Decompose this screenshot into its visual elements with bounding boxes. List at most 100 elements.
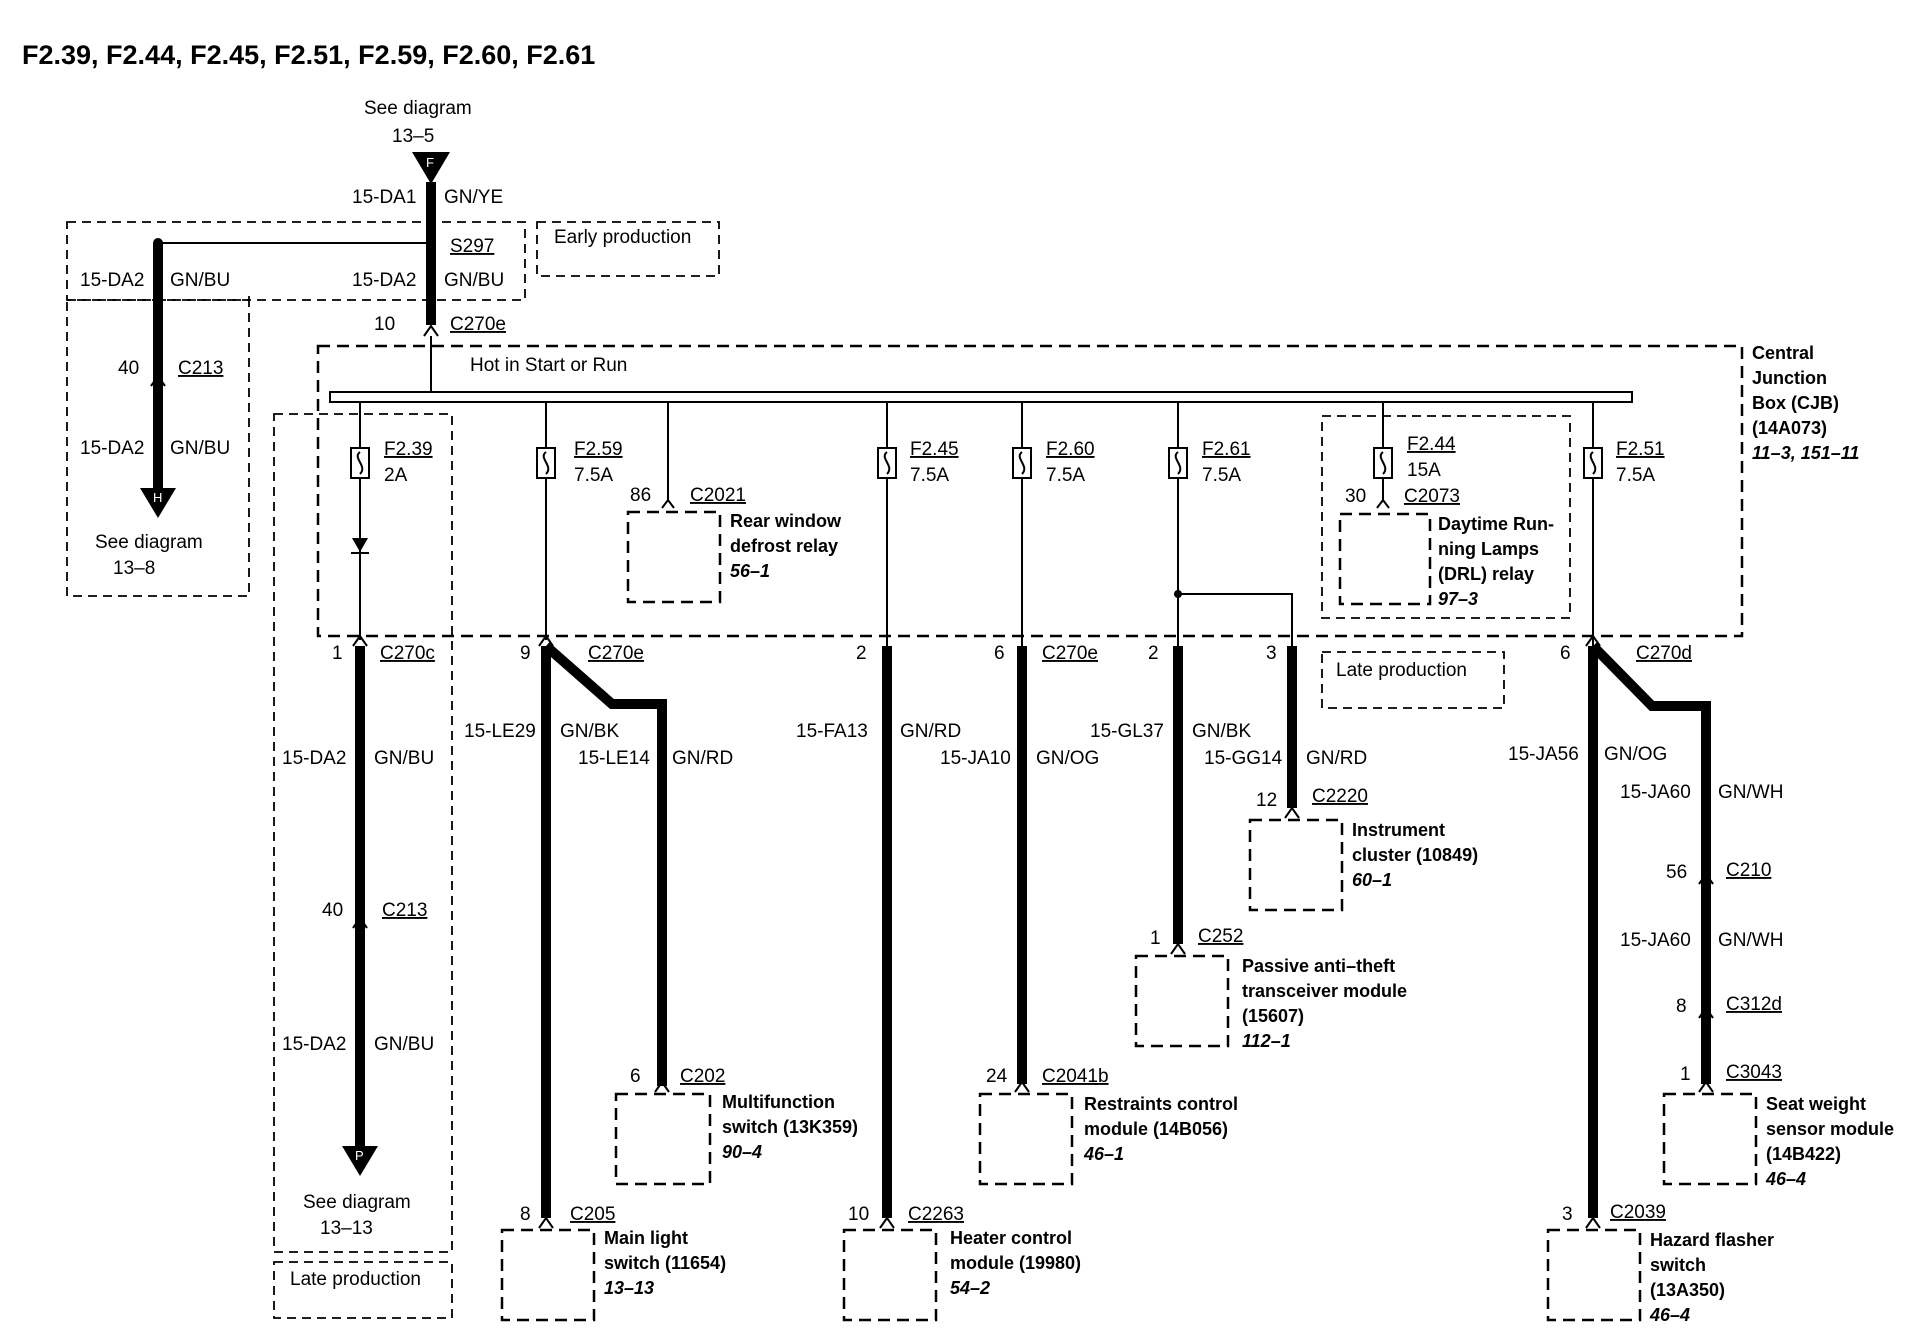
pin-1-c270c: 1 [332, 643, 343, 664]
pin-3-gg14: 3 [1266, 643, 1277, 664]
multifunction-l2: switch (13K359) [722, 1117, 858, 1137]
fuse-f2-44-name: F2.44 [1407, 434, 1456, 455]
pin-10-c2263: 10 [848, 1204, 869, 1225]
wire-code-le29: 15-LE29 [464, 721, 536, 742]
fuse-f2-59: F2.59 7.5A [536, 402, 623, 486]
pin-12: 12 [1256, 790, 1277, 811]
fuse-f2-44: F2.44 15A [1373, 402, 1456, 481]
conn-c2073: C2073 [1404, 486, 1460, 507]
fuse-f2-60-name: F2.60 [1046, 439, 1095, 460]
connector-c2021-icon [661, 498, 675, 509]
connector-c213-left-icon [150, 374, 166, 387]
wire-code-fa13: 15-FA13 [796, 721, 868, 742]
fuse-f2-61-rating: 7.5A [1202, 465, 1241, 486]
feed-letter: F [426, 155, 434, 170]
main-light-switch-box [500, 1228, 596, 1322]
drl-l3: (DRL) relay [1438, 564, 1534, 584]
wire-code-ja56: 15-JA56 [1508, 744, 1579, 765]
pin-9: 9 [520, 643, 531, 664]
multifunction-ref: 90–4 [722, 1142, 762, 1162]
late-production-box-right [1321, 651, 1505, 709]
wire-color-gnog-1: GN/OG [1036, 748, 1099, 769]
early-production-label: Early production [554, 227, 691, 248]
fuse-f2-51-name: F2.51 [1616, 439, 1665, 460]
fuse-f2-60: F2.60 7.5A [1012, 402, 1095, 486]
cjb-label-4: (14A073) [1752, 418, 1827, 438]
connector-c2220-icon [1284, 806, 1300, 819]
pin-40-down: 40 [322, 900, 343, 921]
hazard-l1: Hazard flasher [1650, 1230, 1774, 1250]
wire-code-gl37: 15-GL37 [1090, 721, 1164, 742]
pin-6-ja56: 6 [1560, 643, 1571, 664]
pats-l2: transceiver module [1242, 981, 1407, 1001]
cjb-box [316, 344, 1744, 638]
feed-arrow-f-icon [412, 152, 450, 184]
conn-c205: C205 [570, 1204, 615, 1225]
pin-56: 56 [1666, 862, 1687, 883]
connector-c270c-icon [352, 634, 368, 647]
multifunction-l1: Multifunction [722, 1092, 835, 1112]
wire-color-gnrd-2: GN/RD [900, 721, 961, 742]
fuse-f2-51: F2.51 7.5A [1583, 402, 1665, 486]
cluster-l1: Instrument [1352, 820, 1445, 840]
seat-weight-l1: Seat weight [1766, 1094, 1866, 1114]
conn-c210: C210 [1726, 860, 1771, 881]
restraints-l2: module (14B056) [1084, 1119, 1228, 1139]
connector-c213-down-icon [352, 916, 368, 929]
ref-letter-h: H [153, 490, 162, 505]
fuse-f2-59-name: F2.59 [574, 439, 623, 460]
rear-defrost-relay-box [626, 510, 722, 604]
pin-8-c205: 8 [520, 1204, 531, 1225]
bottom-diagram-page: 13–13 [320, 1218, 373, 1239]
main-light-l2: switch (11654) [604, 1253, 726, 1273]
pin-8-c312d: 8 [1676, 996, 1687, 1017]
wire-color-gnrd-3: GN/RD [1306, 748, 1367, 769]
connector-c205-icon [538, 1216, 554, 1229]
pin-3-c2039: 3 [1562, 1204, 1573, 1225]
late-production-label-left: Late production [290, 1269, 421, 1290]
fuse-f2-51-rating: 7.5A [1616, 465, 1655, 486]
seat-weight-box [1662, 1092, 1758, 1186]
connector-c2073-icon [1376, 498, 1390, 509]
fuse-f2-39: F2.39 2A [350, 402, 433, 486]
conn-c270e-top: C270e [450, 314, 506, 335]
conn-c252: C252 [1198, 926, 1243, 947]
cjb-label-3: Box (CJB) [1752, 393, 1839, 413]
wire-color-gnbu-down: GN/BU [374, 748, 434, 769]
conn-c270e-lower: C270e [588, 643, 644, 664]
restraints-l1: Restraints control [1084, 1094, 1238, 1114]
connector-c210-icon [1698, 872, 1714, 885]
wire-color-gnbu-left: GN/BU [170, 270, 230, 291]
pin-10-c270e: 10 [374, 314, 395, 335]
fuse-f2-59-rating: 7.5A [574, 465, 613, 486]
drl-relay-box [1338, 512, 1432, 606]
wire-code-da1: 15-DA1 [352, 187, 416, 208]
main-light-ref: 13–13 [604, 1278, 654, 1298]
connector-c252-icon [1170, 942, 1186, 955]
connector-c3043-icon [1698, 1080, 1714, 1093]
connector-c270e-top-icon [423, 324, 439, 337]
wire-code-da2-down2: 15-DA2 [282, 1034, 346, 1055]
connector-c2263-icon [879, 1216, 895, 1229]
pats-l1: Passive anti–theft [1242, 956, 1395, 976]
wire-color-gnbu-left2: GN/BU [170, 438, 230, 459]
drl-late-region [1321, 415, 1571, 619]
late-production-region-left [273, 413, 453, 1253]
connector-c270d-icon [1585, 634, 1601, 647]
ref-arrow-h-icon [140, 488, 176, 518]
hazard-l3: (13A350) [1650, 1280, 1725, 1300]
wire-code-da2-left2: 15-DA2 [80, 438, 144, 459]
conn-c202: C202 [680, 1066, 725, 1087]
conn-c2041b: C2041b [1042, 1066, 1109, 1087]
late-production-label-right: Late production [1336, 660, 1467, 681]
pin-1-c3043: 1 [1680, 1064, 1691, 1085]
left-diagram-page: 13–8 [113, 558, 155, 579]
pats-l3: (15607) [1242, 1006, 1304, 1026]
fuse-f2-44-rating: 15A [1407, 460, 1441, 481]
cjb-label-1: Central [1752, 343, 1814, 363]
wire-color-gnog-2: GN/OG [1604, 744, 1667, 765]
fuse-f2-61-name: F2.61 [1202, 439, 1251, 460]
pin-6-ja10: 6 [994, 643, 1005, 664]
early-production-region [66, 221, 526, 301]
pin-30: 30 [1345, 486, 1366, 507]
